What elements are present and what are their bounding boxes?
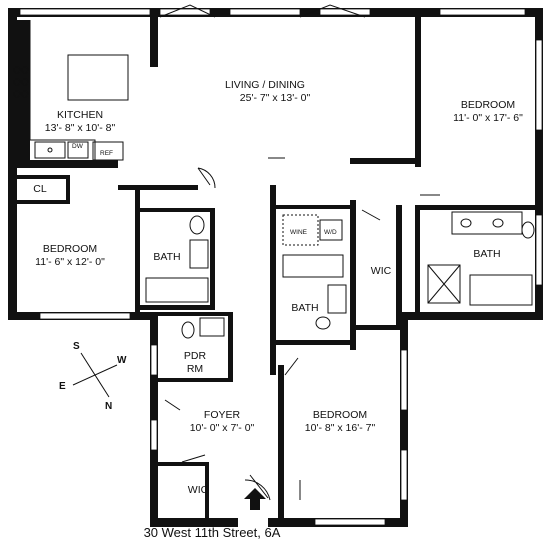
bedroom-s-dims: 10'- 8" x 16'- 7" (305, 422, 376, 434)
compass-s: S (73, 341, 80, 352)
pdr-label-2: RM (187, 363, 203, 375)
bedroom-s-name: BEDROOM (313, 409, 367, 421)
kitchen-fixtures: DW REF (11, 20, 129, 165)
closet-label: CL (33, 183, 47, 195)
bath-w-label: BATH (153, 251, 180, 263)
top-windows (19, 4, 543, 526)
wic-e-label: WIC (371, 265, 392, 277)
dw-label: DW (72, 143, 84, 150)
bedroom-w-dims: 11'- 6" x 12'- 0" (35, 256, 105, 268)
pdr-label-1: PDR (184, 350, 207, 362)
wd-label: W/D (324, 229, 337, 236)
kitchen-dims: 13'- 8" x 10'- 8" (45, 122, 116, 134)
compass-e: E (59, 381, 66, 392)
bedroom-ne-name: BEDROOM (461, 99, 515, 111)
interior-walls (8, 17, 540, 522)
wine-label: WINE (290, 229, 308, 236)
ref-label: REF (100, 150, 113, 157)
bath-e-label: BATH (473, 248, 500, 260)
compass-rose-icon: S W E N (59, 341, 127, 412)
living-name: LIVING / DINING (225, 79, 305, 91)
living-dims: 25'- 7" x 13'- 0" (240, 92, 311, 104)
foyer-dims: 10'- 0" x 7'- 0" (190, 422, 255, 434)
compass-w: W (117, 355, 127, 366)
wic-foyer-label: WIC (188, 484, 209, 496)
room-labels: LIVING / DINING 25'- 7" x 13'- 0" KITCHE… (33, 79, 523, 496)
address-caption: 30 West 11th Street, 6A (144, 525, 281, 540)
bath-c-label: BATH (291, 302, 318, 314)
bedroom-ne-dims: 11'- 0" x 17'- 6" (453, 112, 523, 124)
door-swings (164, 157, 440, 501)
bedroom-w-name: BEDROOM (43, 243, 97, 255)
bath-fixtures: WINE W/D (145, 211, 535, 339)
kitchen-name: KITCHEN (57, 109, 103, 121)
compass-n: N (105, 401, 112, 412)
entry-arrow-icon (244, 488, 266, 510)
foyer-name: FOYER (204, 409, 241, 421)
